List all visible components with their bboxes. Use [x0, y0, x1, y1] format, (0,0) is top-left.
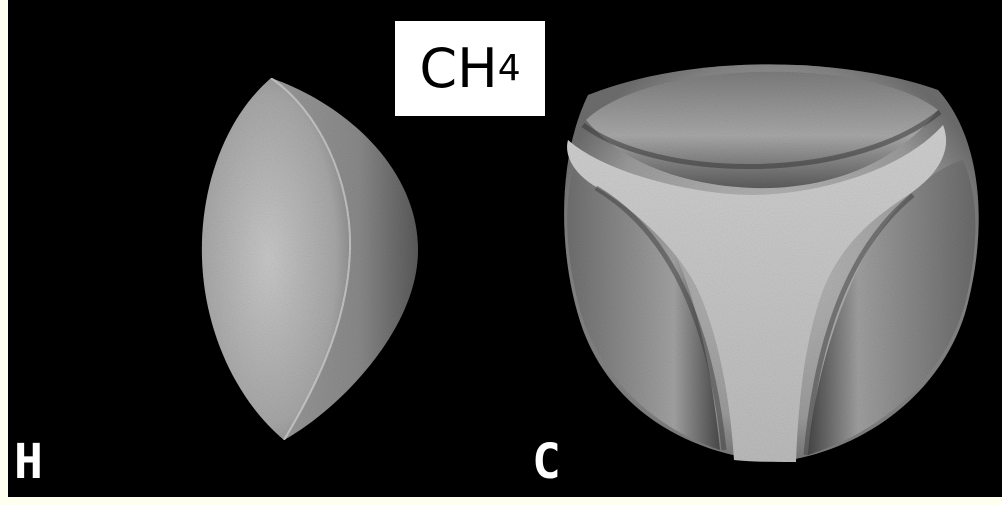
carbon-label: C [532, 438, 561, 486]
carbon-orbital [564, 64, 979, 462]
molecule-title-base: CH [419, 37, 497, 100]
hydrogen-orbital [202, 78, 418, 440]
hydrogen-label: H [14, 438, 43, 486]
